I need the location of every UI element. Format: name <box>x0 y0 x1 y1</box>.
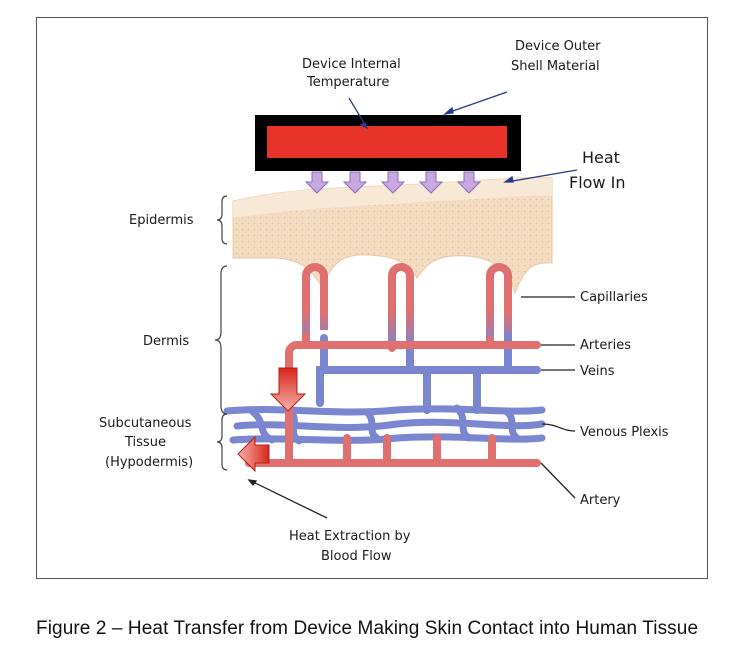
device-internal-core <box>267 126 507 158</box>
label-artery: Artery <box>580 493 621 508</box>
label-device-internal-temp: Temperature <box>306 75 389 90</box>
pointer-lines <box>348 91 578 183</box>
label-outer-shell: Device Outer <box>515 39 601 54</box>
label-outer-shell: Shell Material <box>511 59 600 74</box>
arteries <box>245 332 541 467</box>
label-subcutaneous: Subcutaneous <box>99 416 192 431</box>
label-heat-flow: Flow In <box>569 173 625 192</box>
heat-arrow <box>380 171 406 194</box>
label-heat-extraction: Heat Extraction by <box>289 529 411 544</box>
label-heat-extraction: Blood Flow <box>321 549 392 564</box>
heat-arrow <box>418 171 444 194</box>
label-device-internal-temp: Device Internal <box>302 57 401 72</box>
label-dermis: Dermis <box>143 334 189 349</box>
callout-lines <box>247 296 576 519</box>
heat-arrow <box>342 171 368 194</box>
layer-braces <box>214 195 228 471</box>
label-epidermis: Epidermis <box>129 213 194 228</box>
skin-heat-diagram: Device Internal Temperature Device Outer… <box>99 39 669 564</box>
heat-arrow <box>456 171 482 194</box>
label-venous-plexis: Venous Plexis <box>580 425 669 440</box>
figure-frame: Device Internal Temperature Device Outer… <box>36 17 708 579</box>
heat-arrow <box>304 171 330 194</box>
label-arteries: Arteries <box>580 338 631 353</box>
label-veins: Veins <box>580 364 615 379</box>
label-subcutaneous: (Hypodermis) <box>105 455 193 470</box>
label-heat-flow: Heat <box>582 148 620 167</box>
figure-caption: Figure 2 – Heat Transfer from Device Mak… <box>36 618 699 639</box>
hot-blood-arrow-left <box>237 435 270 473</box>
label-subcutaneous: Tissue <box>124 435 166 450</box>
heat-flow-arrows <box>304 171 482 194</box>
capillaries <box>302 263 512 348</box>
hot-blood-arrow-down <box>269 367 307 412</box>
label-capillaries: Capillaries <box>580 290 648 305</box>
venous-plexis <box>223 404 546 445</box>
